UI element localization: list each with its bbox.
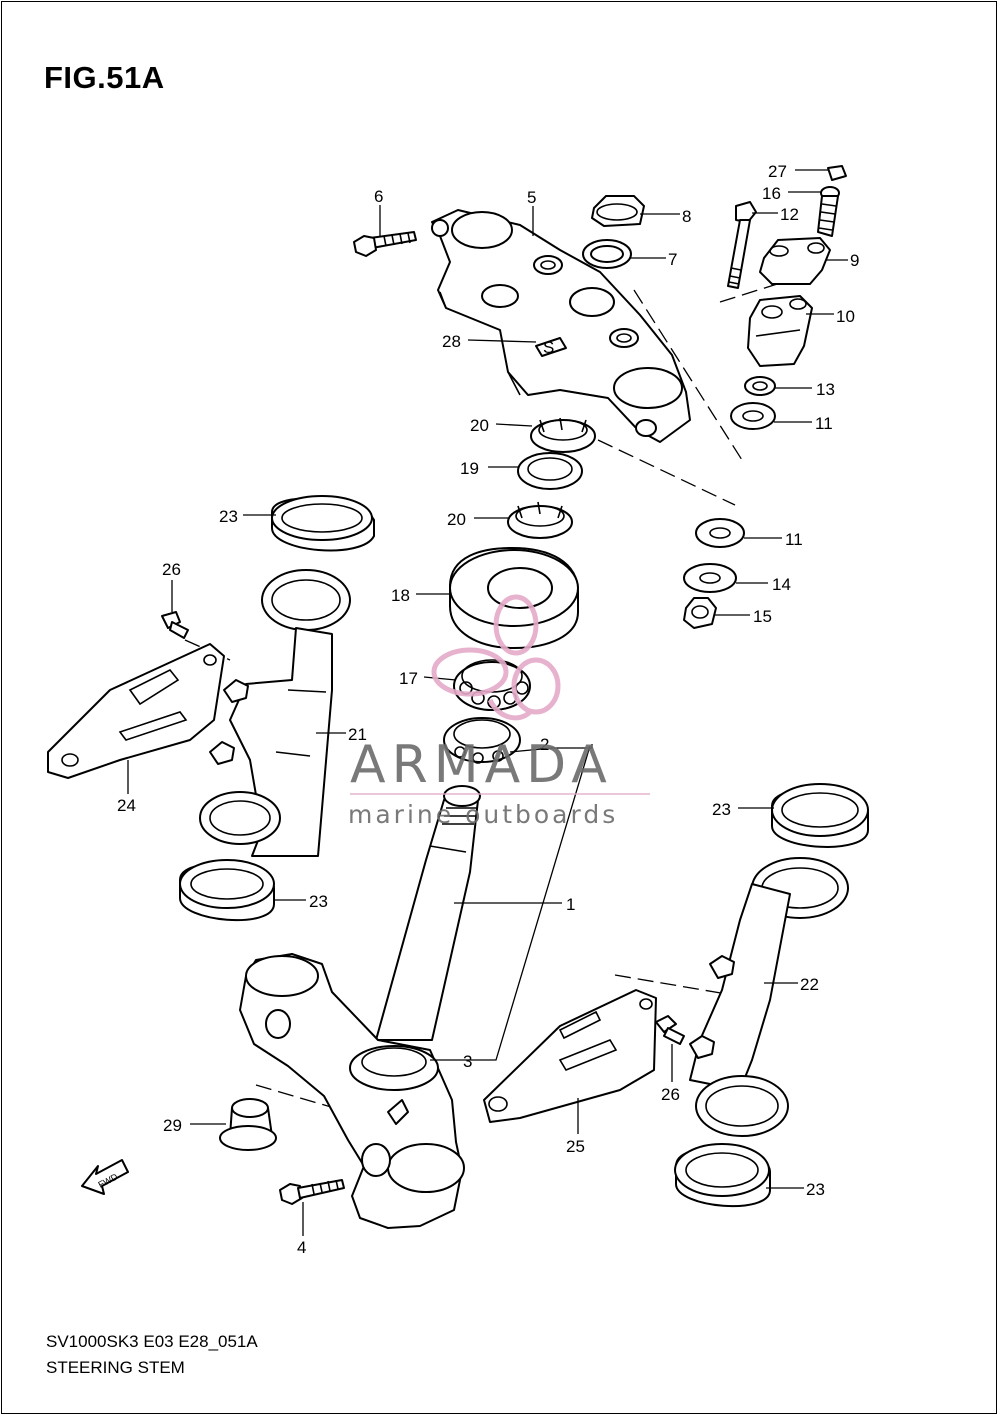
washer-part-11-lower — [695, 518, 745, 548]
bolt-part-4 — [279, 1179, 345, 1205]
callout-24: 24 — [117, 796, 136, 815]
nut-part-15 — [683, 597, 717, 629]
callout-29: 29 — [163, 1116, 182, 1135]
callout-19: 19 — [460, 459, 479, 478]
callout-6: 6 — [374, 187, 383, 206]
callout-3: 3 — [463, 1052, 472, 1071]
callout-9: 9 — [850, 251, 859, 270]
callout-8: 8 — [682, 207, 691, 226]
damper-rubber-part-23-top-right — [771, 783, 869, 848]
callout-20-upper: 20 — [470, 416, 489, 435]
cap-nut-part-8 — [591, 195, 645, 227]
callout-4: 4 — [297, 1238, 306, 1257]
washer-part-13 — [744, 376, 776, 396]
model-code-label: SV1000SK3 E03 E28_051A — [46, 1332, 258, 1351]
figure-title: FIG.51A — [44, 60, 165, 95]
watermark-logo-mark — [431, 594, 561, 721]
bolt-part-6 — [353, 231, 417, 257]
bolt-part-26-right — [655, 1015, 685, 1045]
lock-nut-part-20-upper — [530, 417, 596, 453]
callout-23-top-left: 23 — [219, 507, 238, 526]
steering-stem-part-1 — [239, 785, 481, 1229]
callout-23-bottom-right: 23 — [806, 1180, 825, 1199]
handlebar-holder-part-10 — [747, 295, 813, 367]
washer-part-19 — [517, 452, 583, 490]
svg-text:S: S — [543, 338, 554, 357]
upper-bracket-part-5: S — [431, 209, 691, 443]
callout-12: 12 — [780, 205, 799, 224]
callout-11-upper: 11 — [815, 414, 833, 433]
callout-20-lower: 20 — [447, 510, 466, 529]
callout-21: 21 — [348, 725, 367, 744]
callout-26-right: 26 — [661, 1085, 680, 1104]
callout-7: 7 — [668, 250, 677, 269]
callout-17: 17 — [399, 669, 418, 688]
cap-part-29 — [219, 1098, 277, 1151]
damper-rubber-part-23-top-left — [271, 495, 375, 552]
callout-23-top-right: 23 — [712, 800, 731, 819]
callout-14: 14 — [772, 575, 791, 594]
callout-1: 1 — [566, 895, 575, 914]
leader-lines — [127, 169, 848, 1236]
handlebar-holder-part-9 — [759, 237, 831, 285]
callout-22: 22 — [800, 975, 819, 994]
lock-nut-part-20-lower — [507, 501, 573, 539]
bolt-part-26-left — [161, 611, 189, 639]
watermark-tagline: marine outboards — [348, 800, 618, 829]
figure-caption: STEERING STEM — [46, 1358, 185, 1377]
watermark-brand: ARMADA — [350, 735, 613, 795]
callout-27: 27 — [768, 162, 787, 181]
callout-5: 5 — [527, 188, 536, 207]
callout-11-lower: 11 — [785, 530, 803, 549]
callout-28: 28 — [442, 332, 461, 351]
callout-13: 13 — [816, 380, 835, 399]
callout-23-bottom-left: 23 — [309, 892, 328, 911]
washer-part-7 — [582, 239, 632, 269]
armada-watermark: ARMADA marine outboards — [348, 594, 650, 829]
bolt-part-16 — [817, 186, 840, 237]
fork-bracket-part-21 — [199, 569, 351, 857]
mount-plate-part-24 — [47, 643, 225, 779]
bearing-race-part-2 — [443, 717, 521, 764]
callout-18: 18 — [391, 586, 410, 605]
damper-rubber-part-23-bottom-left — [179, 859, 275, 922]
damper-rubber-part-23-bottom-right — [674, 1143, 771, 1208]
callout-labels: 1 2 3 4 5 6 7 8 9 10 11 11 12 13 14 15 1… — [117, 162, 859, 1257]
callout-25: 25 — [566, 1137, 585, 1156]
callout-16: 16 — [762, 184, 781, 203]
mount-plate-part-25 — [483, 989, 657, 1123]
callout-10: 10 — [836, 307, 855, 326]
cap-part-27 — [827, 165, 847, 181]
callout-15: 15 — [753, 607, 772, 626]
washer-part-11-upper — [730, 402, 776, 430]
callout-2: 2 — [540, 735, 549, 754]
bolt-part-12 — [727, 201, 757, 289]
callout-26-left: 26 — [162, 560, 181, 579]
washer-part-14 — [683, 563, 737, 593]
forward-direction-arrow: FWD — [81, 1159, 129, 1195]
fork-bracket-part-22 — [689, 857, 849, 1137]
